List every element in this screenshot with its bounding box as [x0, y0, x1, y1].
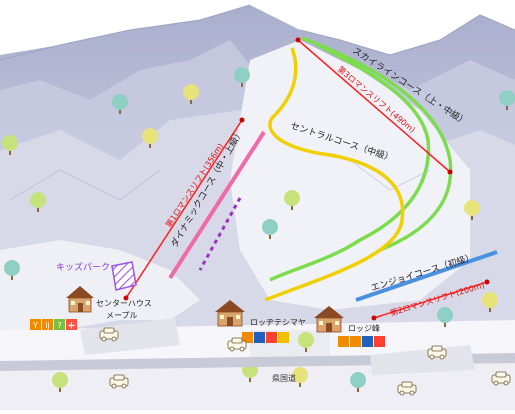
tree: [298, 332, 314, 352]
central-course-path: [264, 47, 405, 302]
car-icon: [397, 381, 417, 396]
svg-text:Y: Y: [32, 321, 38, 330]
lodge-tesmaya-facility-icons: [242, 332, 289, 343]
tree: [464, 200, 480, 220]
lodge-mine-building: [314, 306, 344, 333]
dynamic-course-path: [168, 130, 266, 280]
parking-icon: [266, 332, 277, 343]
parking-icon: [374, 336, 385, 347]
tree: [2, 135, 18, 155]
svg-text:?: ?: [57, 321, 61, 330]
lift-1-line: [125, 119, 243, 299]
center-house-facility-icons: Y ij ? +: [30, 319, 77, 332]
lift-2-line: [373, 281, 488, 319]
lodge-tesmaya-label: ロッヂテシマヤ: [250, 318, 306, 327]
tree: [112, 94, 128, 114]
restaurant-icon: [30, 319, 41, 330]
tree: [284, 190, 300, 210]
tree: [183, 84, 199, 104]
car-icon: [99, 327, 119, 342]
lodging-icon: [254, 332, 265, 343]
dynamic-course-dashed: [198, 197, 242, 271]
svg-text:ij: ij: [45, 321, 49, 330]
ski-courses: [168, 36, 498, 302]
lodge-mine-label: ロッジ峰: [348, 323, 380, 333]
lodge-mine-facility-icons: [338, 336, 385, 347]
skyline-course-path-inner: [269, 43, 431, 282]
roads: [0, 318, 515, 375]
car-icons: [99, 327, 511, 396]
tree: [234, 67, 250, 87]
kids-park-area: [111, 261, 137, 291]
car-icon: [427, 345, 447, 360]
restaurant-icon: [338, 336, 349, 347]
lifts: [123, 37, 490, 321]
car-icon: [227, 337, 247, 352]
road-label: 県国道: [272, 373, 296, 383]
kids-park-label: キッズパーク: [56, 261, 110, 273]
tree: [4, 260, 20, 280]
tree: [482, 292, 498, 312]
toilet-icon: [350, 336, 361, 347]
enjoy-course-path: [355, 250, 498, 302]
svg-text:+: +: [67, 321, 75, 332]
tree: [262, 219, 278, 239]
lodge-tesmaya-building: [215, 300, 245, 327]
first-aid-icon: [66, 319, 77, 330]
center-house-building: [66, 286, 94, 313]
tree: [350, 372, 366, 392]
tree: [437, 307, 453, 327]
center-house-label: センターハウス: [96, 299, 152, 308]
tree: [499, 90, 515, 110]
rental-icon: [278, 332, 289, 343]
skyline-course-path: [301, 36, 453, 252]
tree: [142, 128, 158, 148]
lift-3-line: [297, 39, 451, 173]
car-icon: [491, 371, 511, 386]
restaurant-icon: [242, 332, 253, 343]
tree: [52, 372, 68, 392]
info-icon: [54, 319, 65, 330]
lodging-icon: [362, 336, 373, 347]
toilet-icon: [42, 319, 53, 330]
car-icon: [109, 374, 129, 389]
center-house-sublabel: メープル: [106, 311, 138, 320]
tree: [30, 192, 46, 212]
tree: [292, 367, 308, 387]
